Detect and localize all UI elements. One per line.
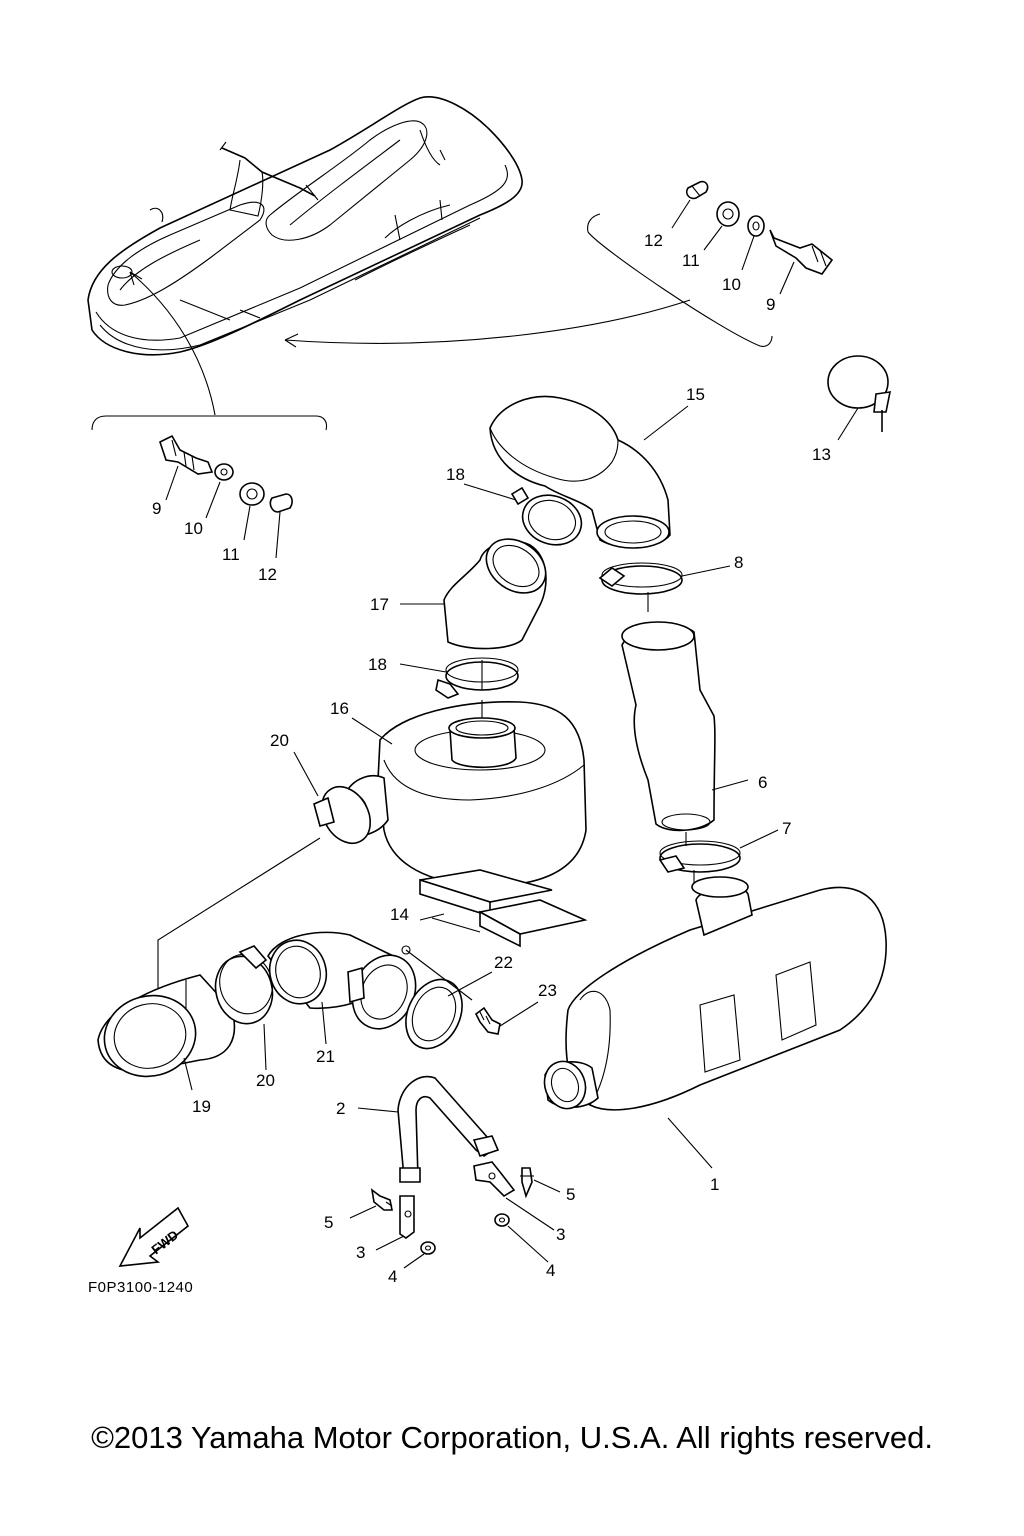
callout-11-left: 11 [222, 545, 240, 564]
callout-4-left: 4 [388, 1267, 397, 1286]
part-17-elbow [443, 538, 547, 650]
callout-8: 8 [734, 553, 743, 572]
hardware-left [370, 1188, 436, 1255]
leader-lines [165, 199, 859, 1269]
part-2-strap [397, 1075, 500, 1183]
upper-group-leader [284, 299, 691, 344]
part-7-clamp [658, 832, 741, 888]
fwd-label: FWD [149, 1227, 182, 1257]
callout-5-right: 5 [566, 1185, 575, 1204]
callout-labels: 1 2 3 3 4 4 5 5 6 7 8 9 9 10 10 11 11 12… [152, 231, 831, 1286]
callout-5-left: 5 [324, 1213, 333, 1232]
callout-2: 2 [336, 1099, 345, 1118]
reference-code: F0P3100-1240 [88, 1279, 193, 1296]
callout-11-right: 11 [682, 251, 700, 270]
part-16-water-box [331, 700, 587, 887]
drain-plug-group-left [159, 434, 293, 513]
part-21-hose [267, 931, 417, 1030]
left-group-bracket [91, 415, 328, 431]
callout-4-right: 4 [546, 1261, 555, 1280]
callout-20-lower: 20 [256, 1071, 275, 1090]
callout-12-left: 12 [258, 565, 277, 584]
callout-10-right: 10 [722, 275, 741, 294]
callout-13: 13 [812, 445, 831, 464]
part-6-hose [621, 621, 716, 832]
part-22-gasket [405, 949, 473, 1050]
callout-20-upper: 20 [270, 731, 289, 750]
callout-14: 14 [390, 905, 409, 924]
drain-plug-group-right [685, 180, 834, 275]
hardware-right [473, 1161, 534, 1227]
part-20-clamp-lower [214, 945, 274, 1025]
callout-17: 17 [370, 595, 389, 614]
part-18-clamp-upper [510, 486, 583, 546]
part-19-outlet [97, 974, 236, 1078]
callout-9-left: 9 [152, 499, 161, 518]
callout-10-left: 10 [184, 519, 203, 538]
callout-3-left: 3 [356, 1243, 365, 1262]
callout-6: 6 [758, 773, 767, 792]
watercraft-illustration [87, 96, 523, 356]
callout-3-right: 3 [556, 1225, 565, 1244]
part-18-clamp-lower [435, 657, 519, 699]
part-13-band [827, 355, 892, 432]
forward-arrow-icon: FWD [118, 1206, 190, 1267]
callout-16: 16 [330, 699, 349, 718]
part-14-pads [419, 869, 588, 948]
upper-group-bracket [587, 213, 773, 347]
callout-23: 23 [538, 981, 557, 1000]
part-8-clamp [598, 562, 683, 612]
copyright-notice: ©2013 Yamaha Motor Corporation, U.S.A. A… [91, 1420, 933, 1455]
callout-9-right: 9 [766, 295, 775, 314]
callout-22: 22 [494, 953, 513, 972]
callout-21: 21 [316, 1047, 335, 1066]
part-1-muffler [543, 876, 887, 1111]
part-23-bolt [474, 1006, 501, 1035]
callout-1: 1 [710, 1175, 719, 1194]
callout-12-right: 12 [644, 231, 663, 250]
part-15-elbow [489, 395, 671, 549]
callout-18-lower: 18 [368, 655, 387, 674]
callout-19: 19 [192, 1097, 211, 1116]
callout-7: 7 [782, 819, 791, 838]
callout-15: 15 [686, 385, 705, 404]
part-20-clamp-upper [313, 785, 372, 845]
callout-18-upper: 18 [446, 465, 465, 484]
